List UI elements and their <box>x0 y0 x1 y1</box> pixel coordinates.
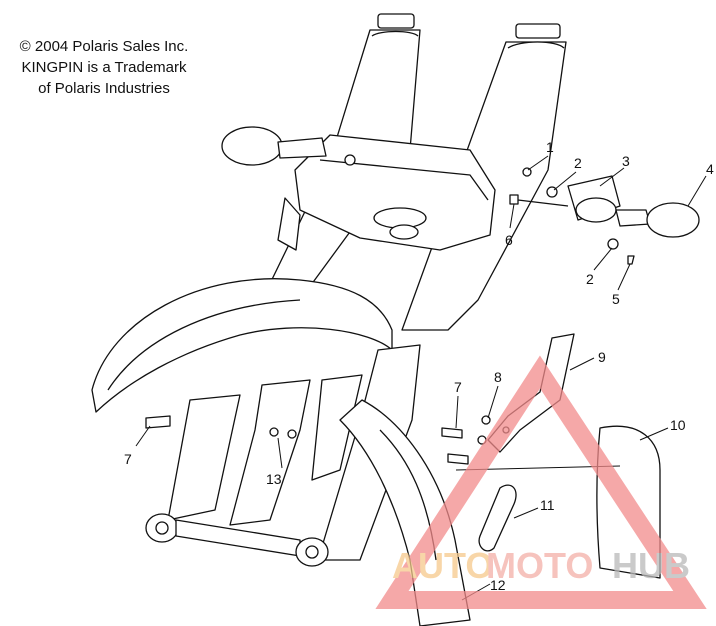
watermark-text-auto: AUTO <box>392 545 493 586</box>
callout-label: 3 <box>622 153 630 169</box>
callout-label: 9 <box>598 349 606 365</box>
callout-label: 10 <box>670 417 686 433</box>
callout-label: 2 <box>574 155 582 171</box>
callout-label: 1 <box>546 139 554 155</box>
callout-label: 7 <box>124 451 132 467</box>
watermark-text-moto: MOTO <box>486 545 593 586</box>
lower-fender <box>339 399 471 626</box>
callout-label: 12 <box>490 577 506 593</box>
signal-hardware <box>509 167 635 265</box>
watermark-text-hub: HUB <box>612 545 690 586</box>
callout-label: 11 <box>540 497 555 513</box>
reflector <box>478 484 517 552</box>
copyright-line: of Polaris Industries <box>38 80 170 97</box>
callout-label: 7 <box>454 379 462 395</box>
front-fender <box>91 278 393 413</box>
bolts <box>145 415 491 465</box>
callout-label: 6 <box>505 232 513 248</box>
callout-label: 2 <box>586 271 594 287</box>
right-turn-signal <box>567 175 700 238</box>
callout-label: 5 <box>612 291 620 307</box>
callout-labels: 1 2 3 4 6 2 5 9 7 8 10 7 13 11 12 <box>124 139 714 593</box>
callout-label: 4 <box>706 161 714 177</box>
callout-label: 13 <box>266 471 282 487</box>
left-turn-signal <box>221 126 356 166</box>
triple-clamp <box>277 134 496 251</box>
copyright-line: KINGPIN is a Trademark <box>21 59 187 76</box>
callout-label: 8 <box>494 369 502 385</box>
copyright-line: © 2004 Polaris Sales Inc. <box>19 38 189 55</box>
front-axle <box>145 513 329 567</box>
copyright-notice: © 2004 Polaris Sales Inc. KINGPIN is a T… <box>4 36 204 99</box>
watermark: AUTO MOTO HUB <box>375 355 707 609</box>
